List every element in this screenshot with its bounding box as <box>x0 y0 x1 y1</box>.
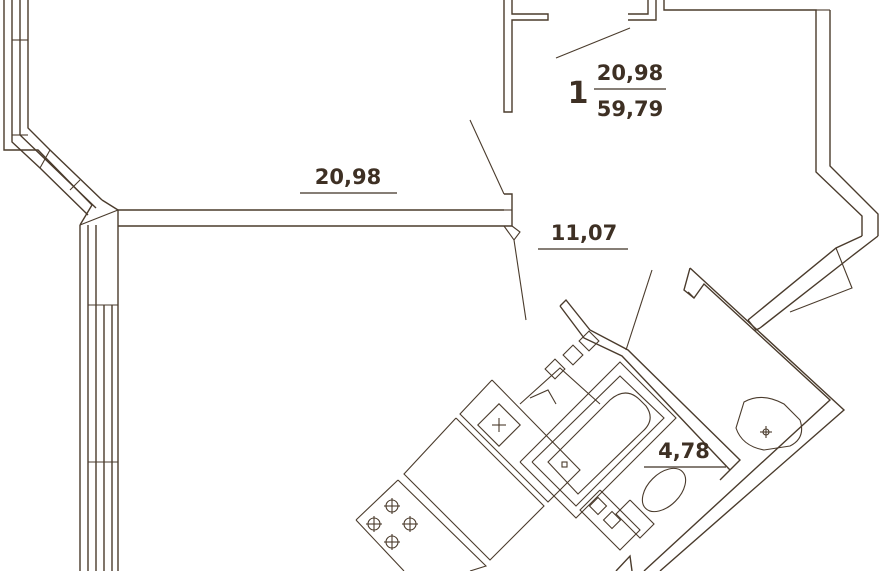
stove-icon <box>366 498 418 550</box>
kitchen-bath-block <box>355 269 741 571</box>
label-summary: 1 20,98 59,79 <box>568 61 666 121</box>
room-count-text: 1 <box>568 76 589 111</box>
toilet-icon <box>579 467 687 571</box>
room-area-text: 20,98 <box>315 165 381 189</box>
left-outer-wall <box>3 0 103 216</box>
bathtub-icon <box>519 361 677 519</box>
right-diagonal-walls <box>747 235 879 331</box>
label-kitchen-area: 11,07 <box>538 221 628 250</box>
living-area-text: 20,98 <box>597 61 663 85</box>
total-area-text: 59,79 <box>597 97 663 121</box>
door-swings <box>469 27 631 321</box>
label-room-area: 20,98 <box>300 165 397 194</box>
kitchen-area-text: 11,07 <box>551 221 617 245</box>
bathroom-area-text: 4,78 <box>658 439 710 463</box>
room-partition-wall <box>118 193 521 241</box>
washbasin-icon <box>735 396 803 451</box>
label-bathroom-area: 4,78 <box>644 439 726 468</box>
left-vertical-wall <box>79 199 119 571</box>
entry-walls <box>503 0 879 236</box>
bathroom-walls <box>643 267 846 571</box>
